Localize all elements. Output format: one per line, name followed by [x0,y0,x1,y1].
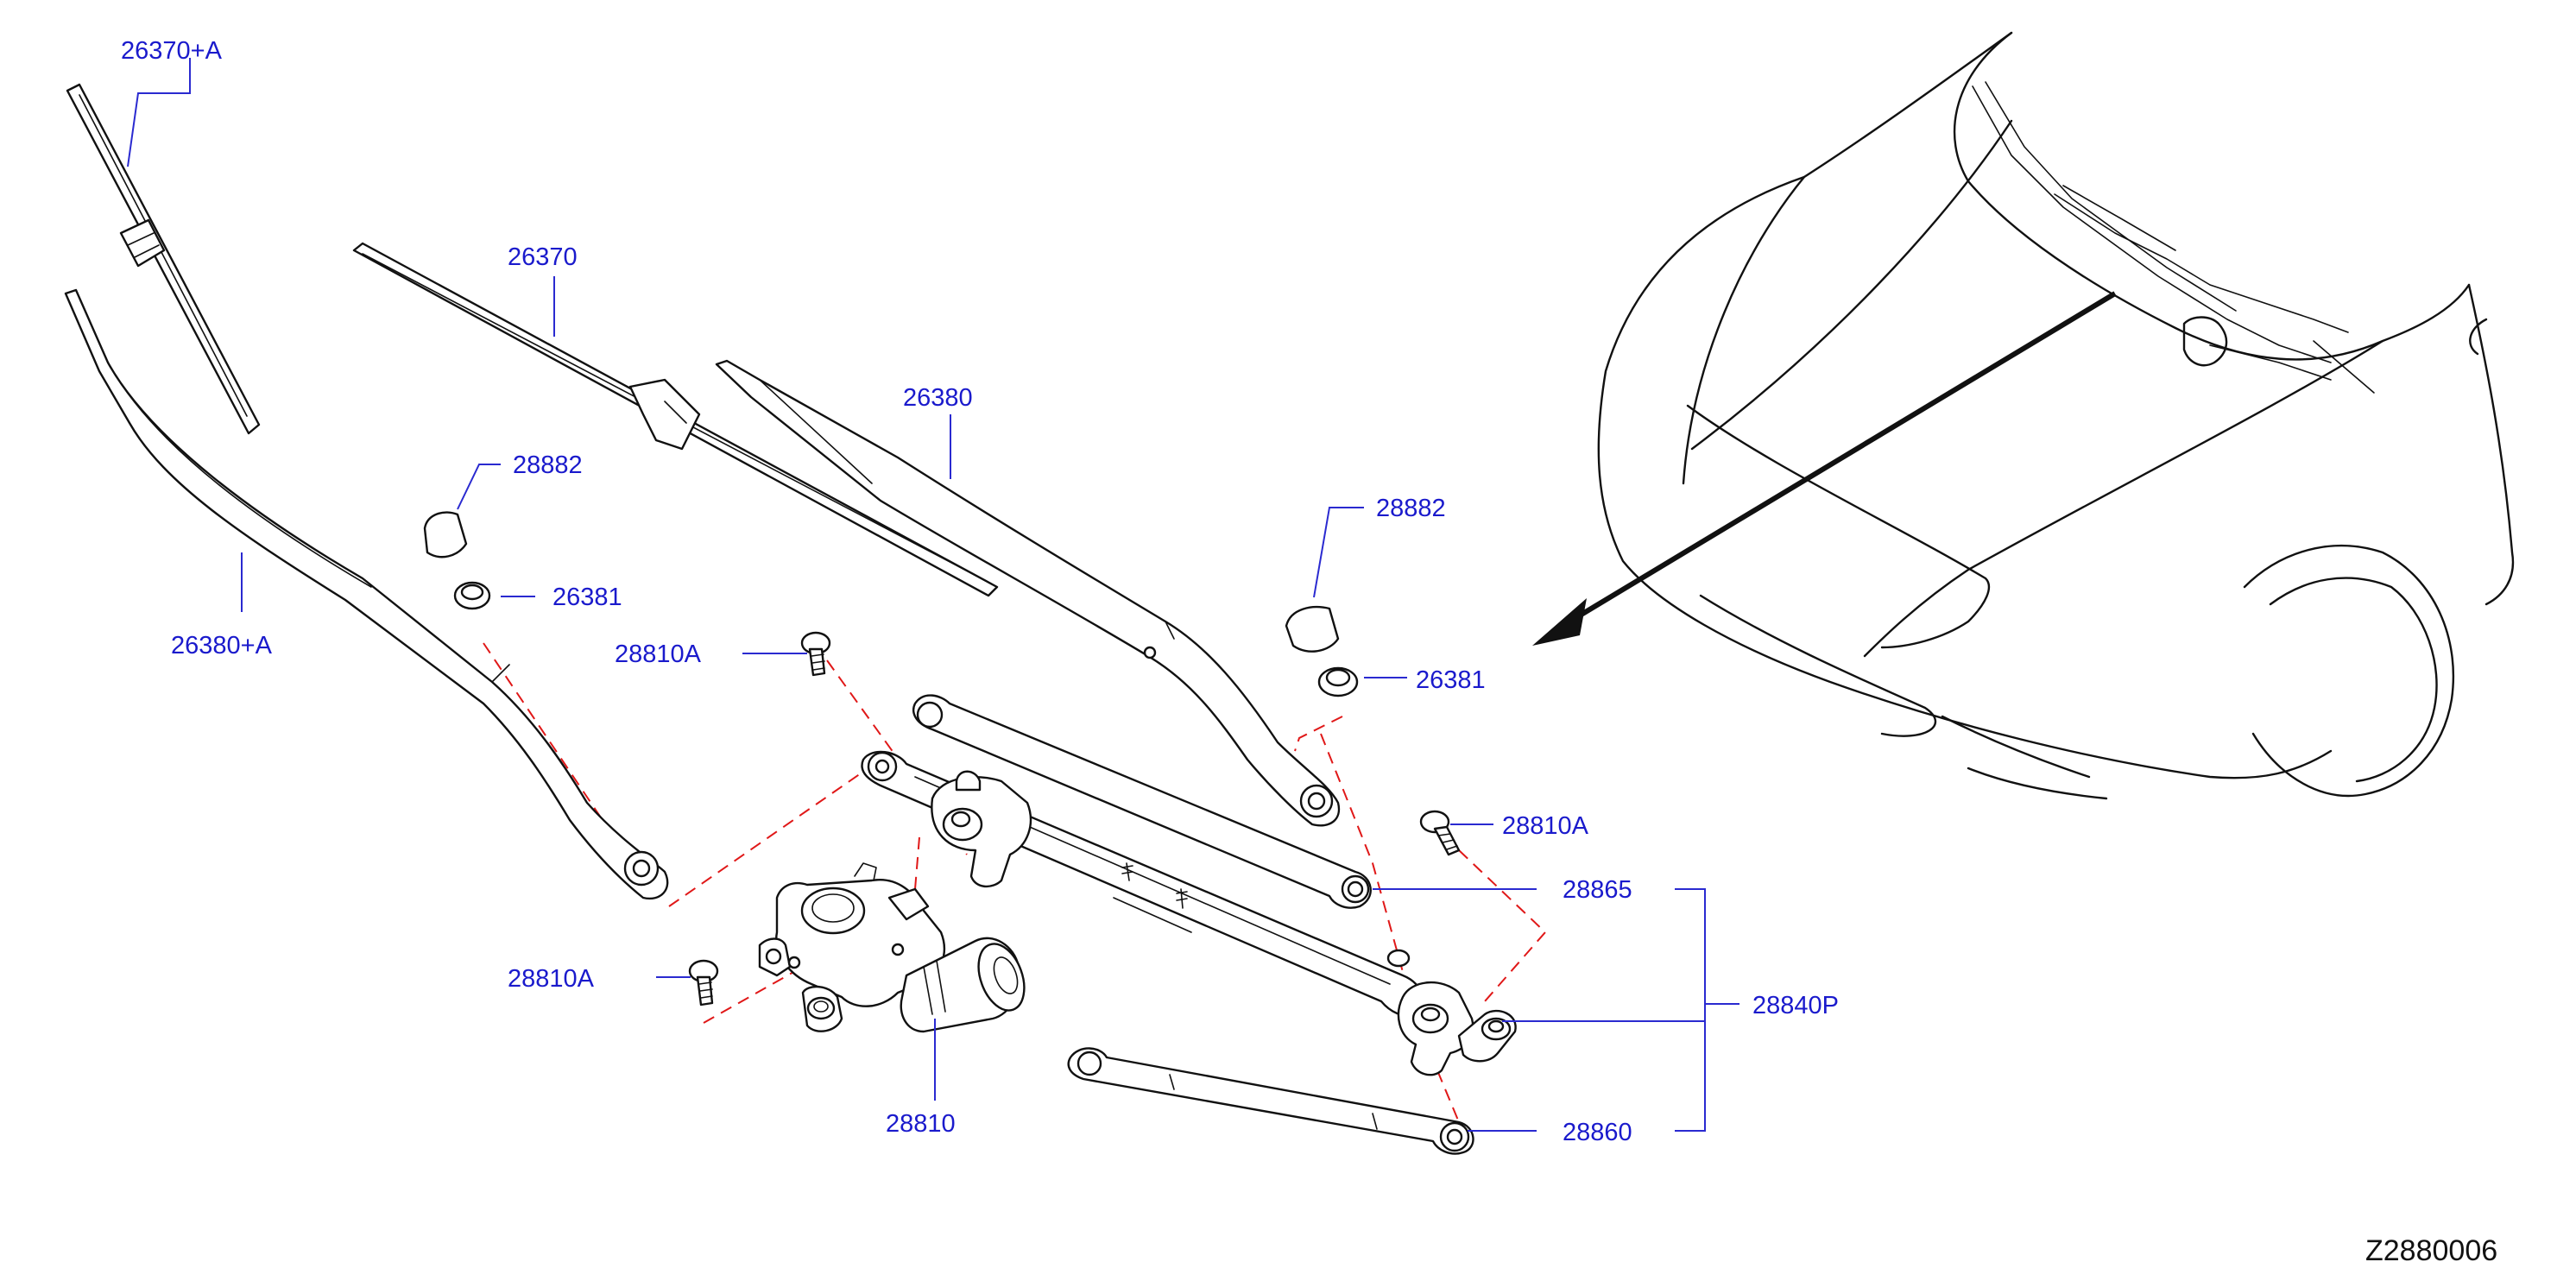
label-28882-right: 28882 [1376,495,1446,522]
label-26380: 26380 [903,384,973,412]
wiper-blade-passenger [66,83,261,435]
bolt-upper-right [1419,810,1461,856]
diagram-reference-code: Z2880006 [2365,1234,2497,1267]
bolt-lower-left [688,959,719,1006]
label-28882-left: 28882 [513,451,583,479]
linkage-assembly [861,694,1517,1076]
pivot-cap-right [1285,606,1340,653]
label-26370: 26370 [508,243,578,271]
pivot-nut-right [1317,666,1359,697]
label-26370-a: 26370+A [121,37,223,65]
wiper-motor [758,862,1026,1033]
part-labels: 26370+A 26370 26380 26380+A 28882 28882 … [121,37,1839,1146]
label-28810a-upper-left: 28810A [615,640,702,668]
pivot-nut-left [453,581,491,610]
link-rod-lower [1067,1047,1474,1155]
wiper-blade-driver [352,242,999,597]
label-26381-left: 26381 [552,584,622,611]
wiper-arm-passenger [64,288,669,900]
bolt-upper-left [800,631,831,677]
label-28810a-lower-left: 28810A [508,965,595,993]
label-26380-a: 26380+A [171,632,273,659]
pivot-cap-left [423,511,468,558]
vehicle-locator-illustration [1532,31,2515,800]
label-28810a-upper-right: 28810A [1502,812,1589,840]
label-26381-right: 26381 [1416,666,1486,694]
label-28810: 28810 [886,1110,956,1138]
label-28860: 28860 [1563,1119,1632,1146]
wiper-arm-driver [715,359,1341,827]
leader-lines [127,58,1739,1132]
label-28840p: 28840P [1752,992,1839,1019]
label-28865: 28865 [1563,876,1632,904]
